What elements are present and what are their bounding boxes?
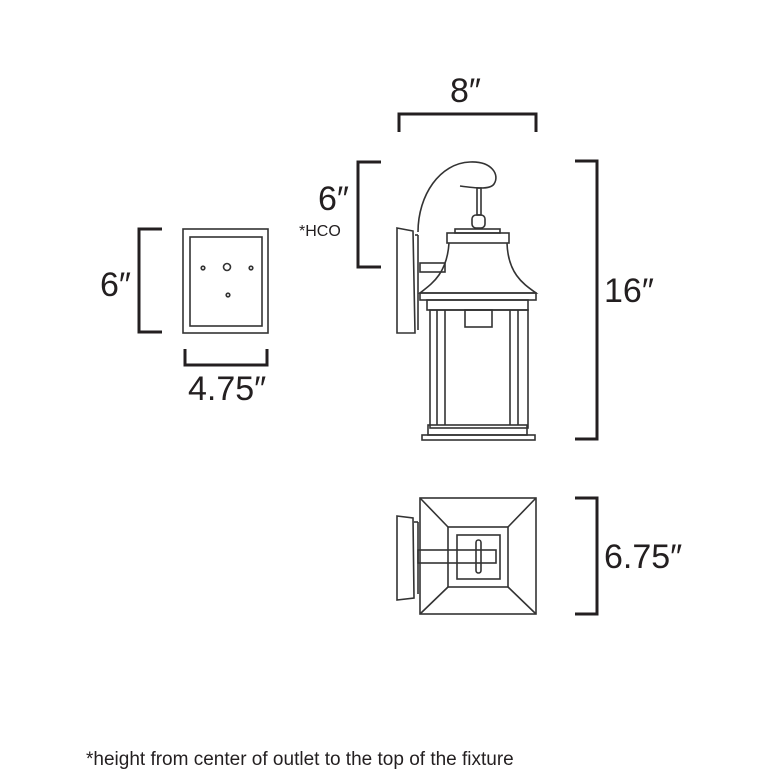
- hco-caption: *HCO: [299, 223, 341, 240]
- lantern-side-drawing: [396, 161, 539, 441]
- width-label: 8″: [450, 72, 481, 110]
- height-label: 16″: [604, 272, 654, 310]
- footnote: *height from center of outlet to the top…: [86, 749, 514, 770]
- backplate-height-label: 6″: [100, 266, 131, 304]
- backplate-drawing: [182, 228, 269, 334]
- extension-label: 6.75″: [604, 538, 682, 576]
- backplate-width-bracket: [183, 349, 269, 367]
- backplate-width-label: 4.75″: [188, 370, 266, 408]
- hco-label: 6″: [318, 180, 349, 218]
- width-bracket: [397, 112, 538, 132]
- lantern-top-drawing: [396, 497, 537, 615]
- height-bracket: [575, 159, 599, 441]
- extension-bracket: [575, 496, 599, 616]
- hco-bracket: [356, 160, 381, 269]
- backplate-height-bracket: [137, 227, 162, 334]
